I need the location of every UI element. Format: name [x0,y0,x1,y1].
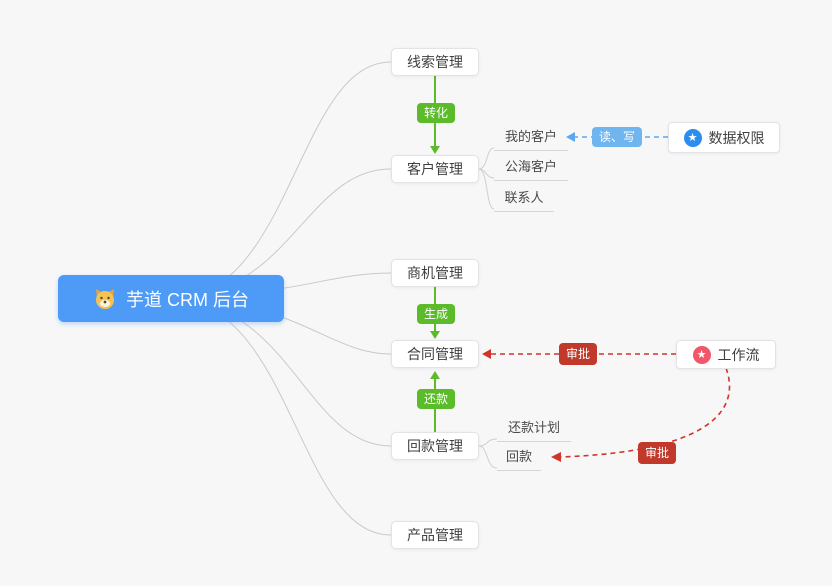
edge-root-products [179,299,392,536]
arrowhead-convert [430,146,440,154]
arrowhead-approve-payment [551,452,561,462]
node-products-label: 产品管理 [407,527,463,543]
node-data-permission-label: 数据权限 [708,129,765,146]
arrowhead-read-write [566,132,575,142]
node-workflow[interactable]: ★ 工作流 [676,340,776,369]
child-payment[interactable]: 回款 [497,446,541,471]
edge-receivables-plan [478,438,498,447]
tag-read-write: 读、写 [592,127,643,147]
arrowhead-approve-contract [482,349,491,359]
node-customers-label: 客户管理 [407,161,463,177]
node-opportunities-label: 商机管理 [407,265,463,281]
node-data-permission[interactable]: ★ 数据权限 [668,122,780,153]
node-contracts[interactable]: 合同管理 [391,340,479,368]
child-contacts[interactable]: 联系人 [494,187,554,212]
node-contracts-label: 合同管理 [407,346,463,362]
tag-generate: 生成 [417,304,456,324]
root-node-crm-backend[interactable]: 芋道 CRM 后台 [58,275,284,322]
node-leads[interactable]: 线索管理 [391,48,479,76]
node-workflow-label: 工作流 [717,346,760,363]
edge-root-leads [179,61,392,299]
tag-approve-contract: 审批 [559,343,598,365]
edge-customers-contacts [478,168,495,210]
node-receivables[interactable]: 回款管理 [391,432,479,460]
child-my-customers[interactable]: 我的客户 [494,126,568,151]
edge-receivables-pay [478,445,498,469]
star-icon: ★ [692,345,711,364]
dog-icon [96,288,114,309]
star-icon: ★ [683,128,702,147]
tag-repay: 还款 [417,389,456,409]
edge-customers-my [478,147,495,170]
node-leads-label: 线索管理 [407,54,463,70]
arrowhead-repay [430,371,440,379]
child-public-customers[interactable]: 公海客户 [494,156,568,181]
arrowhead-generate [430,331,440,339]
node-products[interactable]: 产品管理 [391,521,479,549]
node-opportunities[interactable]: 商机管理 [391,259,479,287]
tag-convert: 转化 [417,103,456,123]
node-receivables-label: 回款管理 [407,438,463,454]
tag-approve-payment: 审批 [638,442,677,464]
node-customers[interactable]: 客户管理 [391,155,479,183]
root-node-label: 芋道 CRM 后台 [126,289,249,310]
child-repayment-plan[interactable]: 还款计划 [497,417,571,442]
